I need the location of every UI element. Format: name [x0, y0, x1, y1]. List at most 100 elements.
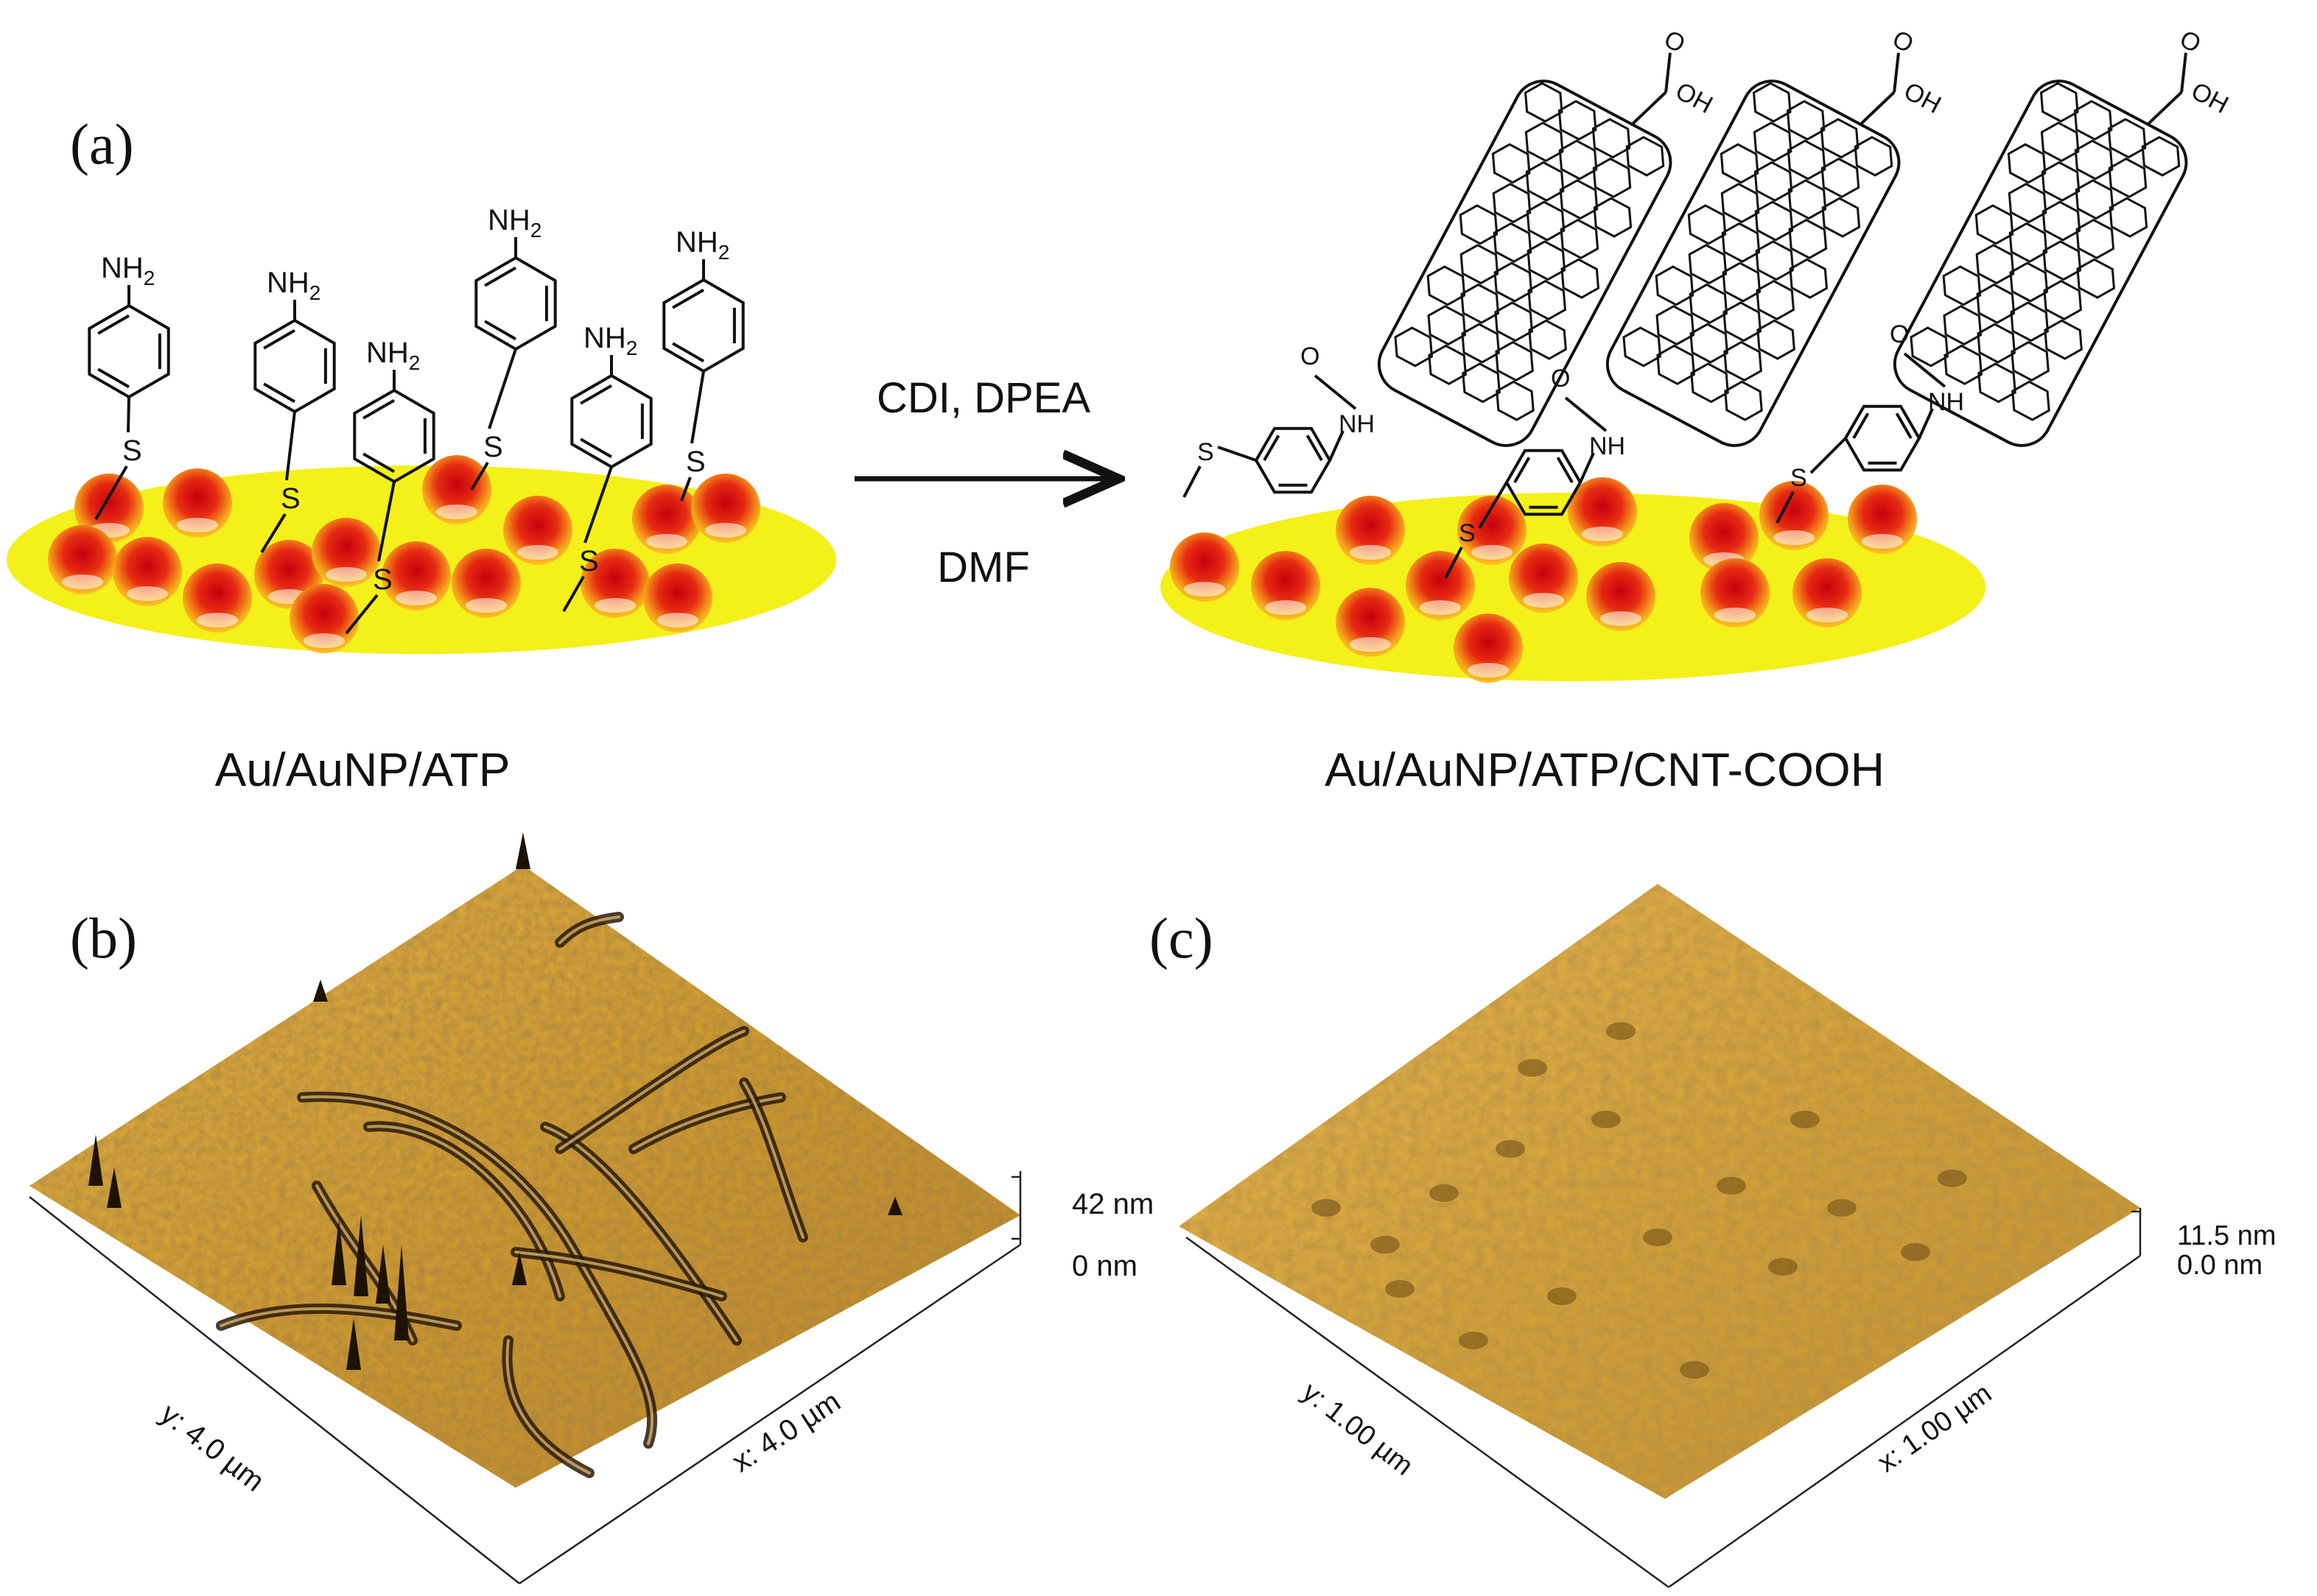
panel-c-label: (c): [1149, 906, 1213, 970]
thiol-sulfur: S: [122, 435, 142, 467]
gold-nanoparticle: [48, 525, 117, 594]
surface-pit: [1901, 1243, 1930, 1261]
surface-pit: [1717, 1177, 1746, 1195]
gold-nanoparticle: [1336, 588, 1405, 657]
benzene-ring: [474, 256, 557, 351]
afm-b-y-axis-line: [29, 1196, 520, 1584]
amide-oxygen: O: [1300, 342, 1319, 370]
amide-nh: NH: [1339, 410, 1375, 438]
surface-pit: [1429, 1184, 1459, 1202]
gold-nanoparticle: [643, 563, 712, 633]
afm-c-surface-pits: [1311, 1022, 1967, 1379]
amine-group: NH2: [583, 322, 637, 359]
hydroxyl-group: OH: [1899, 77, 1946, 119]
thiol-sulfur: S: [686, 446, 706, 478]
surface-pit: [1591, 1111, 1621, 1128]
thiol-sulfur: S: [1459, 519, 1476, 547]
surface-pit: [1938, 1170, 1967, 1187]
surface-pit: [1370, 1236, 1400, 1254]
panel-c: (c) 11.5 nm 0.0 nm y: 1.00 µm x: 1.00 µm: [1149, 884, 2276, 1589]
gold-nanoparticle: [1251, 551, 1320, 620]
gold-nanoparticle: [163, 468, 232, 538]
gold-nanoparticle: [1586, 562, 1655, 631]
afm-image-c: [1179, 884, 2140, 1499]
amine-group: NH2: [676, 226, 729, 264]
carboxyl-oxygen: O: [1659, 25, 1689, 59]
left-gold-nanoparticles: [48, 455, 760, 653]
gold-nanoparticle: [452, 549, 521, 618]
height-spike: [888, 1197, 902, 1215]
afm-c-z-top-label: 11.5 nm: [2177, 1220, 2276, 1251]
amine-group: NH2: [267, 267, 320, 304]
gold-nanoparticle: [422, 455, 491, 524]
afm-b-z-bottom-label: 0 nm: [1072, 1250, 1138, 1282]
gold-nanoparticle: [290, 584, 359, 653]
height-spike: [354, 1215, 368, 1296]
gold-nanoparticle: [1509, 544, 1578, 613]
reaction-arrow-group: CDI, DPEA DMF: [855, 374, 1112, 591]
surface-pit: [1768, 1258, 1798, 1276]
gold-nanoparticle: [183, 563, 252, 633]
surface-pit: [1496, 1140, 1525, 1158]
thiol-sulfur: S: [281, 482, 301, 515]
height-spike: [88, 1134, 103, 1186]
amide-linker: NH O S: [1182, 342, 1375, 498]
carboxyl-oxygen: O: [2175, 25, 2205, 59]
afm-b-x-axis-line: [519, 1243, 1021, 1585]
amide-nh: NH: [1928, 388, 1964, 416]
afm-c-x-axis-label: x: 1.00 µm: [1872, 1378, 1997, 1479]
surface-pit: [1643, 1228, 1672, 1246]
reagents-bottom-label: DMF: [937, 544, 1030, 591]
surface-pit: [1385, 1280, 1415, 1298]
height-spike: [394, 1245, 409, 1340]
gold-nanoparticle: [113, 537, 182, 606]
gold-nanoparticle: [382, 541, 451, 611]
surface-pit: [1459, 1332, 1488, 1349]
surface-pit: [1680, 1361, 1709, 1379]
amide-oxygen: O: [1551, 365, 1570, 393]
thiol-sulfur: S: [483, 431, 503, 463]
thiol-sulfur: S: [579, 545, 599, 577]
right-amide-linkers: NH O S NH O S NH O S: [1182, 320, 1964, 579]
gold-nanoparticle: [1568, 477, 1637, 546]
afm-c-surface: [1179, 884, 2140, 1499]
surface-pit: [1311, 1199, 1341, 1217]
gold-nanoparticle: [1457, 496, 1526, 565]
thiol-sulfur: S: [1790, 464, 1807, 492]
panel-b-label: (b): [70, 906, 137, 970]
amine-group: NH2: [101, 252, 155, 289]
thiol-sulfur: S: [373, 563, 393, 596]
gold-nanoparticle: [1700, 558, 1770, 627]
amide-nh: NH: [1589, 432, 1625, 460]
gold-nanoparticle: [1848, 485, 1917, 554]
surface-pit: [1790, 1111, 1820, 1128]
thiol-sulfur: S: [1197, 438, 1214, 466]
surface-pit: [1547, 1287, 1577, 1305]
gold-nanoparticle: [312, 518, 381, 587]
benzene-ring: [570, 373, 653, 469]
gold-nanoparticle: [1454, 614, 1523, 683]
gold-nanoparticle: [1170, 532, 1239, 602]
surface-pit: [1827, 1199, 1857, 1217]
amine-group: NH2: [366, 337, 420, 374]
benzene-ring: [1254, 426, 1332, 494]
height-spike: [346, 1318, 361, 1370]
afm-b-z-top-label: 42 nm: [1072, 1188, 1154, 1220]
hydroxyl-group: OH: [1671, 77, 1717, 119]
gold-nanoparticle: [1406, 551, 1475, 620]
gold-nanoparticle: [1336, 496, 1405, 565]
surface-pit: [1606, 1022, 1636, 1040]
height-spike: [332, 1219, 346, 1285]
benzene-ring: [1843, 404, 1921, 472]
gold-nanoparticle: [1689, 503, 1759, 572]
amide-oxygen: O: [1890, 320, 1909, 348]
gold-nanoparticle: [1792, 558, 1862, 627]
gold-nanoparticle: [691, 474, 760, 543]
height-spike: [516, 832, 530, 869]
right-gold-nanoparticles: [1170, 477, 1917, 683]
